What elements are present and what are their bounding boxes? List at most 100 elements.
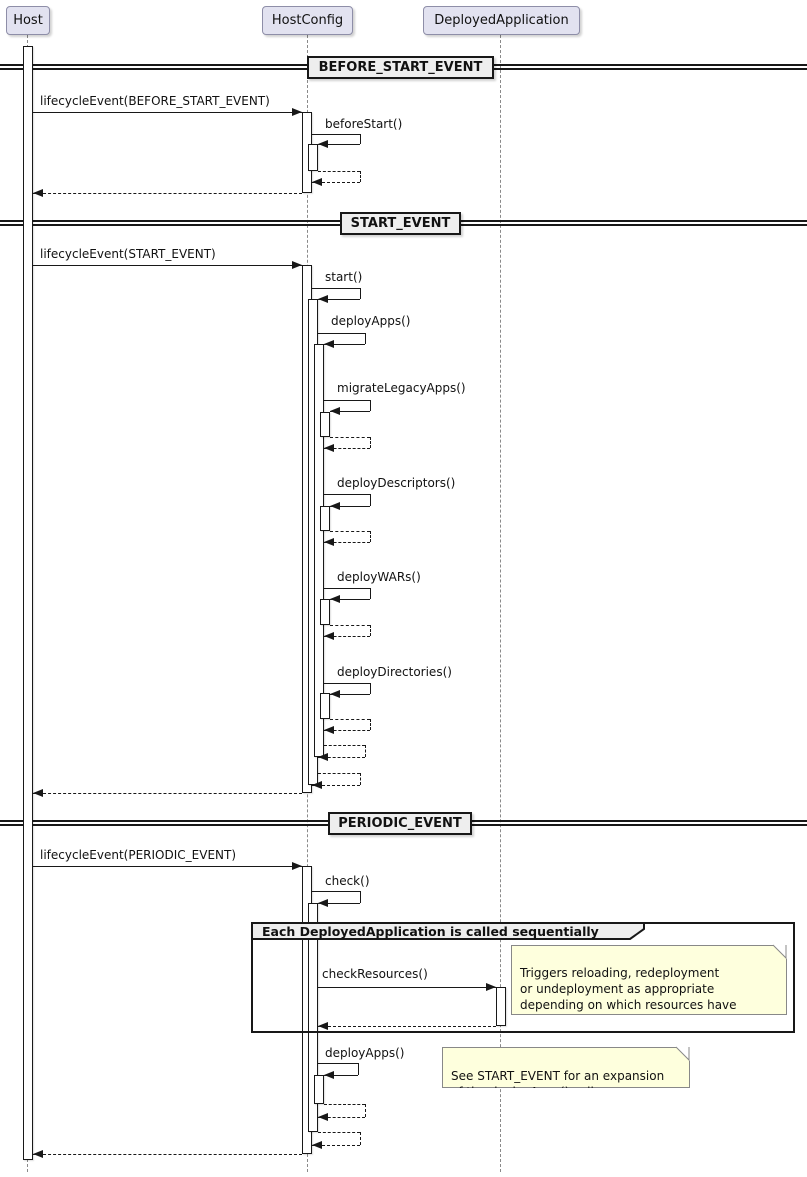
participant-host: Host bbox=[6, 6, 50, 35]
self-call-line bbox=[330, 694, 370, 695]
arrowhead-icon bbox=[324, 1071, 334, 1079]
return-line bbox=[33, 193, 302, 194]
arrowhead-icon bbox=[33, 789, 43, 797]
activation-bar bbox=[308, 144, 318, 171]
message-label: lifecycleEvent(PERIODIC_EVENT) bbox=[40, 848, 237, 862]
self-call-line bbox=[360, 134, 361, 144]
message-label: deployDirectories() bbox=[337, 665, 452, 679]
arrowhead-icon bbox=[312, 178, 322, 186]
return-line bbox=[324, 448, 370, 449]
self-call-line bbox=[324, 588, 370, 589]
self-call-line bbox=[312, 288, 360, 289]
return-line bbox=[33, 1154, 302, 1155]
arrowhead-icon bbox=[312, 1141, 322, 1149]
note-fold-icon bbox=[675, 1046, 690, 1062]
return-line bbox=[318, 773, 360, 774]
self-call-line bbox=[360, 891, 361, 903]
divider-start-event: START_EVENT bbox=[340, 212, 461, 235]
return-line bbox=[318, 1132, 360, 1133]
lifeline-deployedapplication bbox=[500, 35, 501, 1172]
message-line bbox=[33, 866, 302, 867]
self-call-line bbox=[318, 144, 360, 145]
return-line bbox=[33, 793, 302, 794]
self-call-line bbox=[312, 891, 360, 892]
return-line bbox=[330, 719, 370, 720]
activation-bar bbox=[320, 412, 330, 437]
self-call-line bbox=[365, 333, 366, 344]
return-line bbox=[370, 531, 371, 542]
activation-bar bbox=[320, 599, 330, 625]
message-label: deployApps() bbox=[331, 314, 411, 328]
arrowhead-icon bbox=[318, 1022, 328, 1030]
return-line bbox=[324, 542, 370, 543]
arrowhead-icon bbox=[324, 538, 334, 546]
message-label: lifecycleEvent(BEFORE_START_EVENT) bbox=[40, 94, 270, 108]
arrowhead-icon bbox=[292, 862, 302, 870]
self-call-line bbox=[370, 494, 371, 506]
return-line bbox=[312, 1145, 360, 1146]
arrowhead-icon bbox=[324, 632, 334, 640]
message-line bbox=[33, 112, 302, 113]
arrowhead-icon bbox=[318, 899, 328, 907]
divider-before-start-event: BEFORE_START_EVENT bbox=[307, 56, 494, 79]
self-call-line bbox=[318, 333, 365, 334]
group-title: Each DeployedApplication is called seque… bbox=[262, 924, 599, 939]
arrowhead-icon bbox=[330, 502, 340, 510]
return-line bbox=[318, 171, 360, 172]
divider-periodic-event: PERIODIC_EVENT bbox=[328, 812, 472, 835]
participant-hostconfig: HostConfig bbox=[262, 6, 353, 35]
return-line bbox=[312, 182, 360, 183]
self-call-line bbox=[370, 588, 371, 599]
self-call-line bbox=[324, 400, 370, 401]
return-line bbox=[318, 757, 365, 758]
message-label: check() bbox=[325, 874, 370, 888]
arrowhead-icon bbox=[324, 444, 334, 452]
return-line bbox=[360, 1132, 361, 1145]
return-line bbox=[318, 1026, 496, 1027]
arrowhead-icon bbox=[33, 189, 43, 197]
activation-bar bbox=[308, 903, 318, 1132]
arrowhead-icon bbox=[330, 595, 340, 603]
return-line bbox=[370, 719, 371, 730]
self-call-line bbox=[370, 400, 371, 411]
arrowhead-icon bbox=[330, 407, 340, 415]
return-line bbox=[324, 1104, 365, 1105]
self-call-line bbox=[330, 411, 370, 412]
arrowhead-icon bbox=[324, 340, 334, 348]
self-call-line bbox=[318, 1063, 358, 1064]
arrowhead-icon bbox=[318, 295, 328, 303]
message-label: deployWARs() bbox=[337, 570, 421, 584]
arrowhead-icon bbox=[324, 726, 334, 734]
arrowhead-icon bbox=[318, 753, 328, 761]
self-call-line bbox=[324, 1075, 358, 1076]
return-line bbox=[330, 437, 370, 438]
return-line bbox=[365, 1104, 366, 1117]
activation-bar-host bbox=[23, 46, 33, 1160]
arrowhead-icon bbox=[292, 108, 302, 116]
return-line bbox=[330, 625, 370, 626]
return-line bbox=[360, 773, 361, 785]
message-label: checkResources() bbox=[322, 967, 428, 981]
participant-deployedapplication: DeployedApplication bbox=[423, 6, 580, 35]
arrowhead-icon bbox=[33, 1150, 43, 1158]
self-call-line bbox=[358, 1063, 359, 1075]
note-text: See START_EVENT for an expansion of the … bbox=[451, 1069, 665, 1099]
self-call-line bbox=[324, 683, 370, 684]
message-label: deployApps() bbox=[325, 1046, 405, 1060]
return-line bbox=[324, 636, 370, 637]
message-label: migrateLegacyApps() bbox=[337, 381, 466, 395]
return-line bbox=[330, 531, 370, 532]
message-line bbox=[33, 265, 302, 266]
activation-bar bbox=[320, 693, 330, 719]
message-label: deployDescriptors() bbox=[337, 476, 456, 490]
message-line bbox=[318, 987, 496, 988]
arrowhead-icon bbox=[292, 261, 302, 269]
self-call-line bbox=[330, 506, 370, 507]
self-call-line bbox=[324, 344, 365, 345]
activation-bar bbox=[320, 506, 330, 531]
arrowhead-icon bbox=[318, 140, 328, 148]
activation-bar bbox=[496, 987, 506, 1026]
note-fold-icon bbox=[772, 944, 787, 960]
arrowhead-icon bbox=[312, 781, 322, 789]
